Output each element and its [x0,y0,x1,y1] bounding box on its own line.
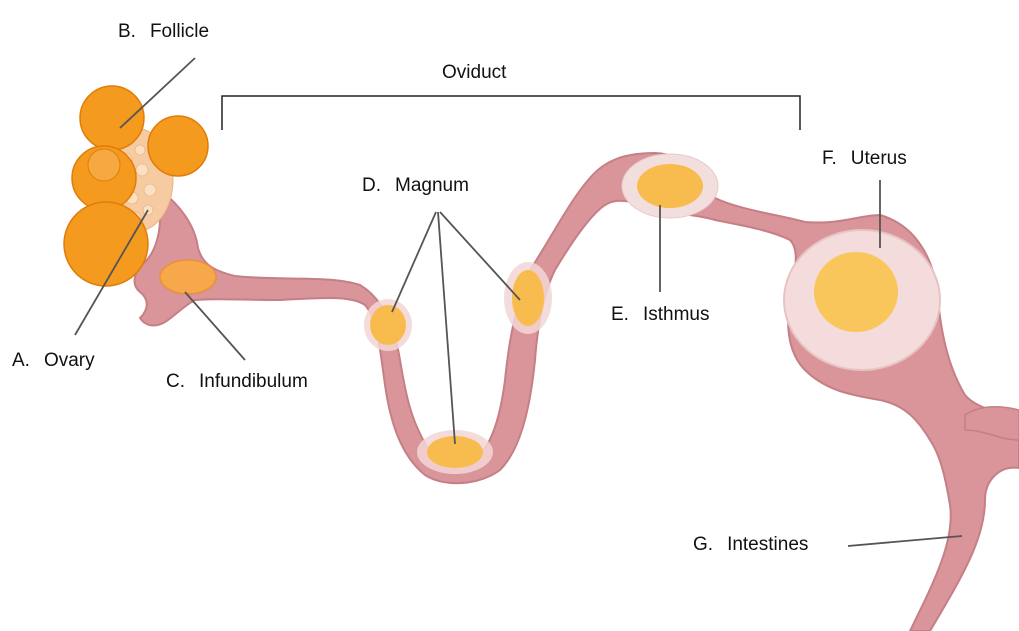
label-intestines: G. Intestines [693,535,808,554]
label-intestines-letter: G. [693,535,713,554]
follicle-1 [80,86,144,150]
magnum-leader-1 [392,212,436,312]
label-infundibulum-letter: C. [166,372,185,391]
reproductive-tract [135,153,1019,631]
label-magnum-letter: D. [362,176,381,195]
label-follicle-text: Follicle [150,21,209,42]
label-follicle: B. Follicle [118,22,209,41]
label-uterus: F. Uterus [822,149,907,168]
label-infundibulum: C. Infundibulum [166,372,308,391]
magnum-leader-3 [440,212,520,300]
label-ovary-letter: A. [12,351,30,370]
infundibulum-yolk [160,260,216,294]
label-isthmus: E. Isthmus [611,305,709,324]
label-ovary: A. Ovary [12,351,95,370]
label-uterus-letter: F. [822,149,837,168]
label-uterus-text: Uterus [851,148,907,169]
magnum-yolk-3 [504,262,552,334]
label-magnum: D. Magnum [362,176,469,195]
label-isthmus-letter: E. [611,305,629,324]
intestines-leader [848,536,962,546]
follicle-5 [64,202,148,286]
uterus-egg [784,230,940,370]
label-infundibulum-text: Infundibulum [199,371,308,392]
magnum-leader-2 [438,212,455,444]
label-isthmus-text: Isthmus [643,304,710,325]
oviduct-bracket [222,96,800,130]
follicle-4 [88,149,120,181]
label-follicle-letter: B. [118,22,136,41]
isthmus-yolk [622,154,718,218]
follicle-2 [148,116,208,176]
label-ovary-text: Ovary [44,350,95,371]
oviduct-title: Oviduct [442,63,506,82]
label-intestines-text: Intestines [727,534,808,555]
infundibulum-leader [185,292,245,360]
tract-tube [135,153,1019,631]
label-magnum-text: Magnum [395,175,469,196]
magnum-yolk-1 [364,299,412,351]
